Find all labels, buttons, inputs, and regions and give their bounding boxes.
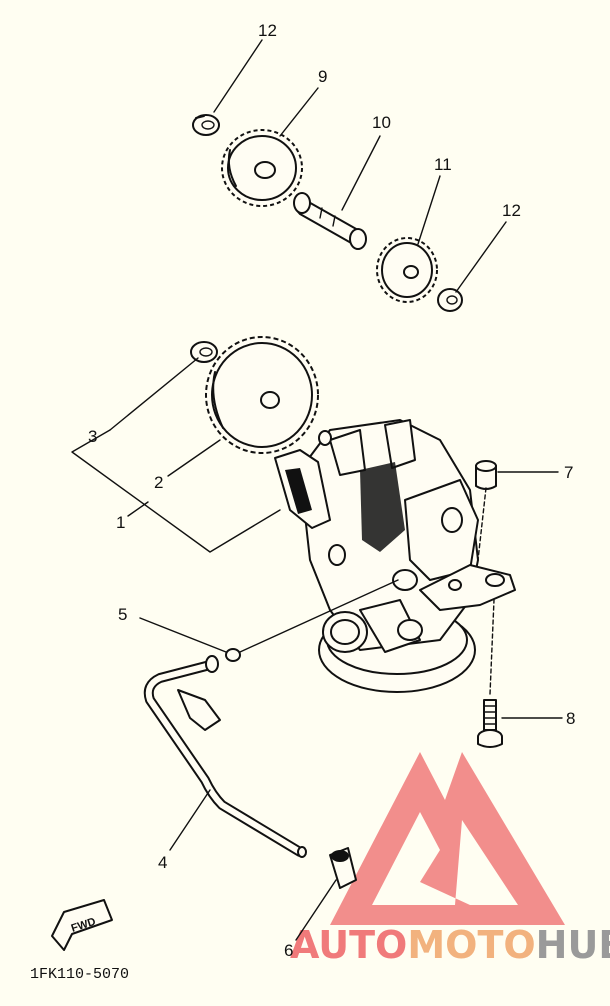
watermark-text-hub: HUB: [536, 923, 610, 967]
callout-12-top: 12: [258, 21, 277, 40]
leader-2: [167, 439, 221, 477]
watermark-text-moto: MOTO: [407, 923, 535, 967]
part-10-shaft: [293, 192, 367, 250]
leader-12-right: [455, 221, 507, 293]
leader-7-to-body: [477, 487, 487, 561]
callout-8: 8: [566, 709, 575, 728]
watermark-logo: [330, 752, 565, 925]
leader-9: [279, 87, 319, 137]
callout-12-right: 12: [502, 201, 521, 220]
leader-3: [109, 357, 199, 431]
leader-1: [127, 501, 149, 517]
watermark-text: AUTOMOTOHUB: [290, 923, 610, 967]
leader-8-to-body: [489, 599, 495, 695]
part-4-oil-pipe: [143, 655, 307, 858]
part-12-clip-right: [437, 288, 463, 312]
callout-4: 4: [158, 853, 167, 872]
part-3-clip: [190, 341, 218, 363]
leader-10: [341, 135, 381, 211]
part-1-oil-pump-assembly: [274, 419, 516, 693]
part-6-grommet: [329, 847, 357, 889]
part-11-gear: [376, 237, 438, 303]
part-8-bolt: [477, 699, 503, 748]
part-2-large-gear: [205, 336, 319, 454]
leader-lines: [71, 39, 563, 941]
callout-6: 6: [284, 941, 293, 960]
leader-12-top: [213, 39, 263, 113]
fwd-direction-arrow: FWD: [51, 899, 113, 951]
part-code: 1FK110-5070: [30, 966, 129, 983]
fwd-arrow-shape: [51, 899, 113, 951]
callout-5: 5: [118, 605, 127, 624]
callout-labels: 12 9 10 11 12 3 2 1 7 5 8 4 6: [88, 21, 575, 960]
part-7-sleeve: [475, 460, 497, 490]
part-12-clip-top: [192, 114, 220, 136]
part-9-gear: [221, 129, 303, 207]
watermark-logo-shape: [330, 752, 565, 925]
watermark-text-auto: AUTO: [290, 923, 407, 967]
callout-3: 3: [88, 427, 97, 446]
leader-5: [139, 617, 227, 653]
leader-4: [169, 789, 211, 851]
callout-7: 7: [564, 463, 573, 482]
callout-11: 11: [434, 155, 452, 174]
leader-11: [417, 175, 441, 245]
callout-1: 1: [116, 513, 125, 532]
callout-2: 2: [154, 473, 163, 492]
leader-6: [295, 879, 337, 941]
leader-1-bracket: [71, 429, 281, 553]
callout-10: 10: [372, 113, 391, 132]
callout-9: 9: [318, 67, 327, 86]
part-5-o-ring: [225, 648, 241, 662]
leader-5-to-body: [239, 579, 399, 653]
